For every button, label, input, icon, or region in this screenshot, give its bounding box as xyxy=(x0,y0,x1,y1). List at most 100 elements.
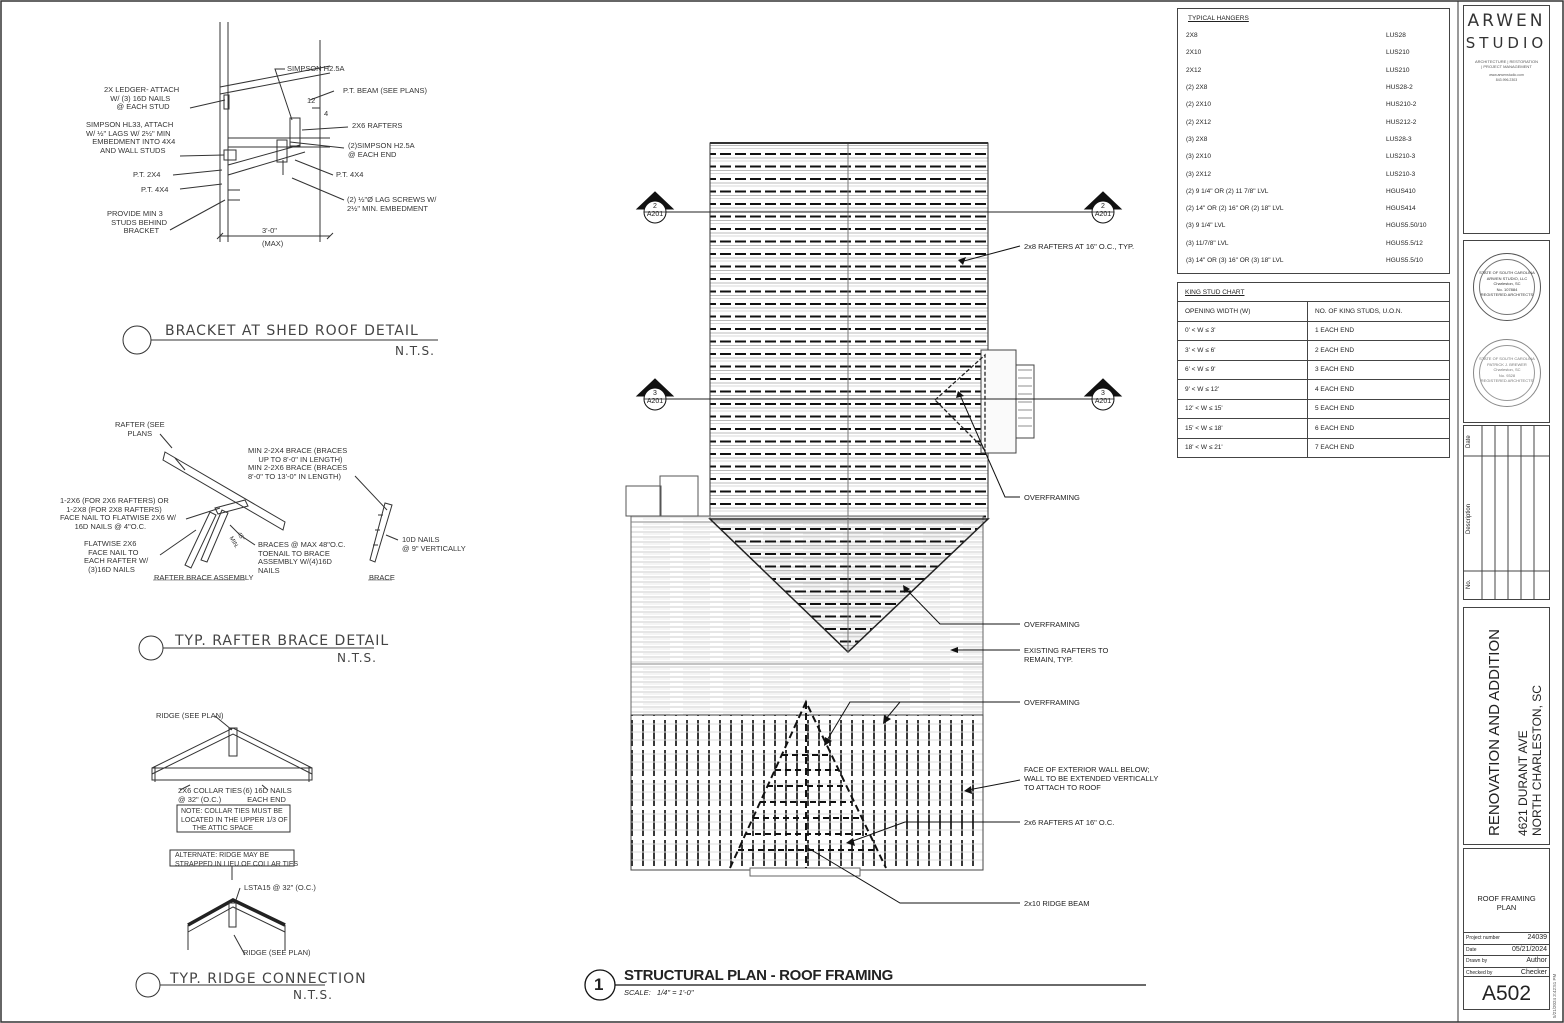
hanger-member: (2) 9 1/4" OR (2) 11 7/8" LVL xyxy=(1186,187,1269,195)
studs-label: PROVIDE MIN 3 STUDS BEHIND BRACKET xyxy=(107,209,168,235)
king-stud-chart: KING STUD CHART OPENING WIDTH (W)NO. OF … xyxy=(1177,282,1450,458)
lag-label: (2) ½"ø LAG SCREWS W/ 2½" MIN. EMBEDMENT xyxy=(347,195,437,213)
pt-2x4-label: P.T. 2X4 xyxy=(133,170,161,179)
assembly-label: RAFTER BRACE ASSEMBLY xyxy=(154,573,254,582)
plot-timestamp: 5/21/2024 3:42:51 PM xyxy=(1552,973,1557,1018)
ridge-detail-title: TYP. RIDGE CONNECTION xyxy=(170,971,367,987)
project-panel: RENOVATION AND ADDITION 4621 DURANT AVE … xyxy=(1463,607,1550,845)
callout-face-wall: FACE OF EXTERIOR WALL BELOW; WALL TO BE … xyxy=(1024,765,1159,792)
firm-tagline: ARCHITECTURE | RESTORATION | PROJECT MAN… xyxy=(1474,59,1539,69)
braces-label: BRACES @ MAX 48"O.C. TOENAIL TO BRACE AS… xyxy=(258,540,346,575)
section-sheet: A201 xyxy=(646,398,664,405)
hanger-member: (3) 14" OR (3) 16" OR (3) 18" LVL xyxy=(1186,257,1284,264)
section-3-left[interactable]: 3 A201 xyxy=(644,390,666,406)
callout-ridge-beam: 2x10 RIDGE BEAM xyxy=(1024,899,1090,908)
sheet-info-value: 05/21/2024 xyxy=(1511,945,1547,953)
ridge-detail-scale: N.T.S. xyxy=(293,988,333,1002)
hanger-member: (3) 9 1/4" LVL xyxy=(1186,222,1226,230)
pitch-rise: 12 xyxy=(307,96,316,105)
hanger-model: LUS210 xyxy=(1386,66,1410,74)
king-stud-count: 7 EACH END xyxy=(1307,437,1449,457)
h25a-each-label: (2)SIMPSON H2.5A @ EACH END xyxy=(348,141,415,159)
hanger-member: (2) 2X12 xyxy=(1186,118,1211,126)
section-2-left[interactable]: 2 A201 xyxy=(644,203,666,219)
h25a-label: SIMPSON H2.5A xyxy=(287,64,345,73)
hanger-member: (2) 2X10 xyxy=(1186,101,1211,109)
section-number: 2 xyxy=(653,203,657,210)
callout-overframing-2: OVERFRAMING xyxy=(1024,620,1080,629)
rafter-label: RAFTER (SEE PLANS xyxy=(115,420,165,438)
callout-overframing-1: OVERFRAMING xyxy=(1024,493,1080,502)
section-sheet: A201 xyxy=(1094,211,1112,218)
nails-16d-label: (6) 16d NAILS EACH END xyxy=(243,786,292,804)
section-2-right[interactable]: 2 A201 xyxy=(1092,203,1114,219)
architect-seal-text: STATE OF SOUTH CAROLINA PATRICK J. BREWE… xyxy=(1479,356,1535,383)
hanger-member: (3) 2X10 xyxy=(1186,153,1211,161)
ridge-plan-2-label: RIDGE (SEE PLAN) xyxy=(243,948,311,957)
callout-overframing-3: OVERFRAMING xyxy=(1024,698,1080,707)
king-stud-row: 0' < W ≤ 3'1 EACH END xyxy=(1178,320,1449,341)
opening-width: 0' < W ≤ 3' xyxy=(1178,320,1308,341)
king-stud-header-cell: NO. OF KING STUDS, U.O.N. xyxy=(1307,301,1449,321)
hanger-member: 2X12 xyxy=(1186,66,1202,74)
hanger-row: (3) 2X8 LUS28-3 xyxy=(1178,131,1449,148)
section-3-right[interactable]: 3 A201 xyxy=(1092,390,1114,406)
revision-table: Date Description No. xyxy=(1463,425,1550,600)
face-nail-label: 1-2X6 (FOR 2X6 RAFTERS) OR 1-2X8 (FOR 2X… xyxy=(60,496,177,531)
hanger-member: (2) 2X8 xyxy=(1186,84,1208,92)
king-stud-title: KING STUD CHART xyxy=(1185,289,1245,296)
callout-2x6-rafters: 2x6 RAFTERS AT 16" O.C. xyxy=(1024,818,1115,827)
king-stud-row: 18' < W ≤ 21'7 EACH END xyxy=(1178,437,1449,457)
hanger-member: (2) 14" OR (2) 16" OR (2) 18" LVL xyxy=(1186,205,1284,213)
min-brace-label: MIN 2-2X4 BRACE (BRACES UP TO 8'-0" IN L… xyxy=(248,446,348,481)
pt-4x4-label: P.T. 4X4 xyxy=(141,185,169,194)
hanger-member: (3) 2X12 xyxy=(1186,170,1211,178)
section-number: 3 xyxy=(653,390,657,397)
king-stud-header-cell: OPENING WIDTH (W) xyxy=(1178,301,1308,321)
firm-seal-text: STATE OF SOUTH CAROLINA ARWEN STUDIO, LL… xyxy=(1479,270,1535,297)
alternate-note: ALTERNATE: RIDGE MAY BE STRAPPED IN LIEU… xyxy=(175,852,299,868)
firm-contact: www.arwenstudio.com 843.996.2303 xyxy=(1489,73,1524,82)
king-stud-count: 5 EACH END xyxy=(1307,398,1449,419)
sheet-number: A502 xyxy=(1464,976,1549,1010)
sheet-info-label: Checked by xyxy=(1466,969,1493,976)
hanger-model: HGUS5.50/10 xyxy=(1386,222,1427,230)
hanger-row: 2X12 LUS210 xyxy=(1178,62,1449,79)
dim-max-label: (MAX) xyxy=(262,239,284,248)
revision-grid xyxy=(1464,426,1549,599)
hanger-model: LUS210 xyxy=(1386,49,1410,57)
project-address-1: 4621 DURANT AVE xyxy=(1516,730,1530,836)
hanger-model: LUS28-3 xyxy=(1386,135,1412,143)
rev-date-header: Date xyxy=(1466,435,1472,448)
rafter-brace-title: TYP. RAFTER BRACE DETAIL xyxy=(175,633,390,649)
plan-scale: SCALE: 1/4" = 1'-0" xyxy=(624,988,694,997)
opening-width: 15' < W ≤ 18' xyxy=(1178,418,1308,438)
opening-width: 9' < W ≤ 12' xyxy=(1178,379,1308,399)
sheet-title: ROOF FRAMING PLAN xyxy=(1477,894,1536,912)
brace-label: BRACE xyxy=(369,573,395,582)
rev-description-header: Description xyxy=(1466,503,1472,534)
sheet-info-label: Project number xyxy=(1466,935,1500,941)
pt-4x4-b-label: P.T. 4X4 xyxy=(336,170,364,179)
section-sheet: A201 xyxy=(1094,398,1112,405)
project-address-2: NORTH CHARLESTON, SC xyxy=(1530,685,1544,836)
hanger-member: (3) 2X8 xyxy=(1186,135,1208,143)
firm-name-line2: STUDIO xyxy=(1465,34,1548,52)
king-stud-row: 9' < W ≤ 12'4 EACH END xyxy=(1178,379,1449,399)
